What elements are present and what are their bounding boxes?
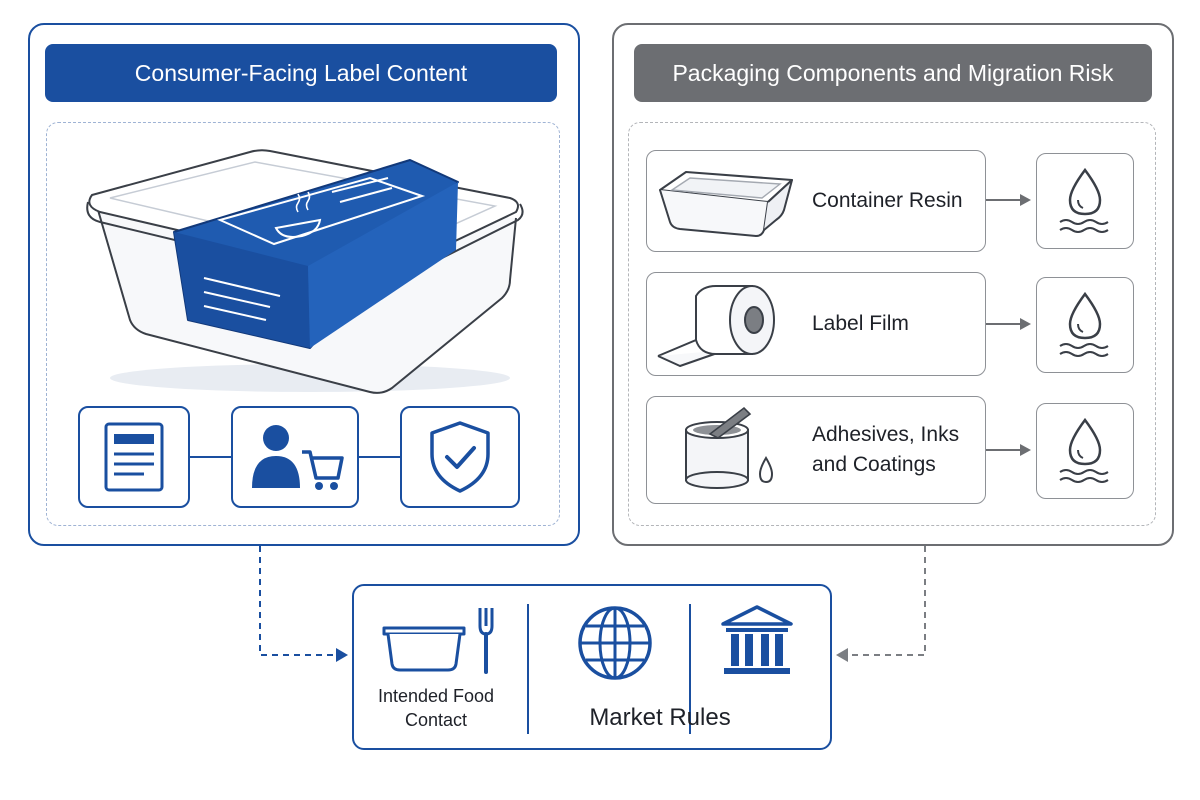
packaging-components-dashed-area	[628, 122, 1156, 526]
intended-food-contact-label: Intended Food Contact	[377, 686, 495, 730]
film-roll-icon	[657, 285, 775, 367]
adhesives-inks-coatings-label: Adhesives, Inks and Coatings	[812, 423, 960, 476]
icon-box-connectors	[190, 456, 400, 458]
document-icon	[104, 422, 164, 492]
government-building-icon	[721, 605, 793, 674]
connector-left-arrow	[259, 546, 338, 656]
consumer-label-dashed-area	[46, 122, 560, 526]
migration-drop-icon	[1059, 291, 1109, 357]
migration-drop-icon	[1059, 167, 1109, 233]
packaging-components-title: Packaging Components and Migration Risk	[634, 44, 1152, 102]
labeled-container-illustration	[86, 149, 524, 394]
consumer-label-title: Consumer-Facing Label Content	[45, 44, 557, 102]
container-resin-label: Container Resin	[812, 189, 963, 212]
food-container-fork-icon	[382, 608, 494, 674]
tray-icon	[659, 171, 793, 237]
dividers	[527, 604, 691, 734]
migration-arrows	[986, 194, 1031, 456]
shield-check-icon	[430, 421, 490, 493]
label-film-label: Label Film	[812, 312, 909, 335]
globe-icon	[578, 606, 652, 680]
migration-risk-box-3	[1036, 403, 1134, 499]
paint-can-icon	[685, 406, 774, 489]
migration-drop-icon	[1059, 417, 1109, 483]
market-rules-label: Market Rules	[589, 704, 731, 731]
connector-right-arrow	[848, 546, 926, 656]
consumer-cart-icon	[252, 425, 344, 490]
